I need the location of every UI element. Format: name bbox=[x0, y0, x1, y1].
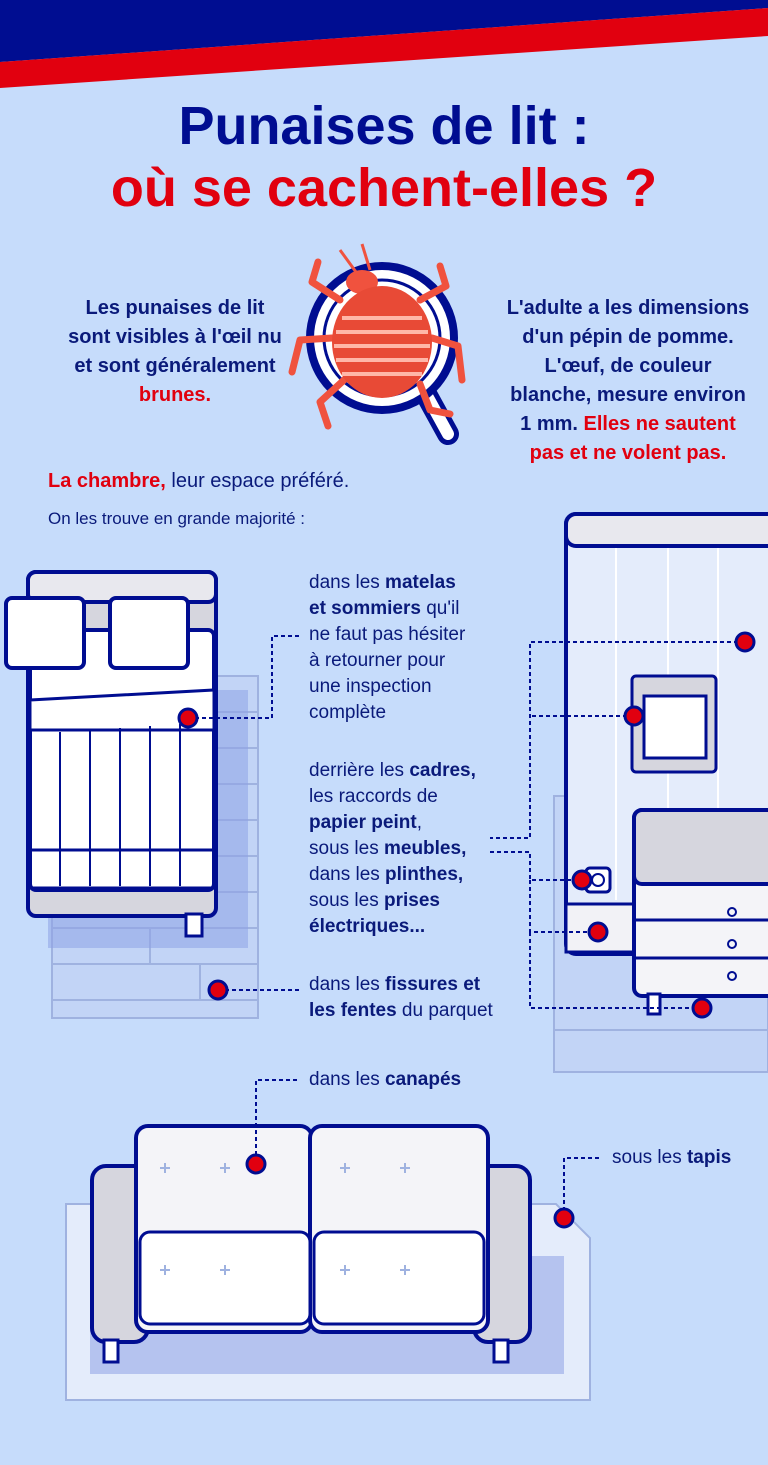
label-text: sous les bbox=[612, 1147, 687, 1168]
label-bold: canapés bbox=[385, 1069, 462, 1090]
label-text: , bbox=[416, 812, 422, 833]
label-line: à retourner pour bbox=[309, 650, 446, 671]
label-fissures: dans les fissures et les fentes du parqu… bbox=[309, 972, 493, 1024]
label-bold: matelas bbox=[385, 572, 456, 593]
hotspot-markers bbox=[177, 631, 756, 1229]
label-line: dans les fissures et bbox=[309, 972, 493, 998]
label-text: sous les bbox=[309, 838, 384, 859]
label-line: complète bbox=[309, 702, 387, 723]
label-text: dans les bbox=[309, 974, 386, 995]
label-line: les fentes du parquet bbox=[309, 998, 493, 1024]
label-bold: tapis bbox=[686, 1147, 732, 1168]
label-line: dans les plinthes, bbox=[309, 862, 476, 888]
intro-left-highlight: brunes. bbox=[138, 384, 212, 406]
label-bold: papier peint bbox=[309, 812, 417, 833]
label-line: sous les meubles, bbox=[309, 836, 476, 862]
wall-furniture-illustration bbox=[553, 512, 768, 1073]
label-text: derrière les bbox=[309, 760, 410, 781]
intro-right-line: L'adulte a les dimensions bbox=[506, 297, 750, 319]
intro-right-line: d'un pépin de pomme. bbox=[522, 326, 734, 348]
bed-illustration bbox=[4, 570, 218, 938]
leader-lines bbox=[188, 635, 745, 1218]
label-text: sous les bbox=[309, 890, 384, 911]
intro-left-line: Les punaises de lit bbox=[85, 297, 265, 319]
label-line: papier peint, bbox=[309, 810, 476, 836]
page-subtitle: où se cachent-elles ? bbox=[110, 158, 658, 218]
sofa-illustration bbox=[65, 1124, 591, 1401]
label-text: qu'il bbox=[420, 598, 460, 619]
intro-right-highlight: pas et ne volent pas. bbox=[529, 442, 727, 464]
label-line: sous les prises bbox=[309, 888, 476, 914]
bedroom-heading-rest: leur espace préféré. bbox=[165, 470, 350, 492]
label-bold: électriques... bbox=[309, 916, 426, 937]
page-title: Punaises de lit : bbox=[178, 96, 590, 156]
intro-right-highlight: Elles ne sautent bbox=[583, 413, 736, 435]
label-line: ne faut pas hésiter bbox=[309, 624, 466, 645]
label-canapes: dans les canapés bbox=[309, 1067, 461, 1093]
intro-right: L'adulte a les dimensions d'un pépin de … bbox=[488, 294, 768, 468]
label-line: dans les matelas bbox=[309, 570, 465, 596]
label-line: électriques... bbox=[309, 914, 476, 940]
label-bold: cadres, bbox=[409, 760, 476, 781]
label-bold: les fentes bbox=[309, 1000, 397, 1021]
label-cadres: derrière les cadres, les raccords de pap… bbox=[309, 758, 476, 940]
label-bold: et sommiers bbox=[309, 598, 421, 619]
intro-left-line: sont visibles à l'œil nu bbox=[68, 326, 282, 348]
label-tapis: sous les tapis bbox=[612, 1145, 731, 1171]
bedroom-subtitle: On les trouve en grande majorité : bbox=[48, 509, 306, 528]
label-line: derrière les cadres, bbox=[309, 758, 476, 784]
label-text: dans les bbox=[309, 572, 386, 593]
intro-right-line: L'œuf, de couleur bbox=[544, 355, 712, 377]
label-text: dans les bbox=[309, 1069, 386, 1090]
label-line: les raccords de bbox=[309, 786, 438, 807]
label-line: et sommiers qu'il bbox=[309, 596, 465, 622]
intro-right-line: blanche, mesure environ bbox=[510, 384, 746, 406]
intro-left-line: et sont généralement bbox=[74, 355, 276, 377]
label-matelas: dans les matelas et sommiers qu'il ne fa… bbox=[309, 570, 465, 726]
label-bold: meubles, bbox=[383, 838, 467, 859]
label-bold: plinthes, bbox=[385, 864, 464, 885]
label-bold: fissures et bbox=[385, 974, 481, 995]
top-flag-band bbox=[0, 0, 768, 88]
bedroom-highlight: La chambre, bbox=[48, 470, 166, 492]
label-line: une inspection bbox=[309, 676, 432, 697]
intro-right-text: 1 mm. bbox=[520, 413, 584, 435]
label-text: du parquet bbox=[396, 1000, 493, 1021]
intro-right-line: 1 mm. Elles ne sautent bbox=[488, 410, 768, 439]
label-bold: prises bbox=[383, 890, 440, 911]
bedroom-heading: La chambre, leur espace préféré. bbox=[48, 468, 349, 494]
intro-left: Les punaises de lit sont visibles à l'œi… bbox=[40, 294, 310, 410]
label-text: dans les bbox=[309, 864, 386, 885]
